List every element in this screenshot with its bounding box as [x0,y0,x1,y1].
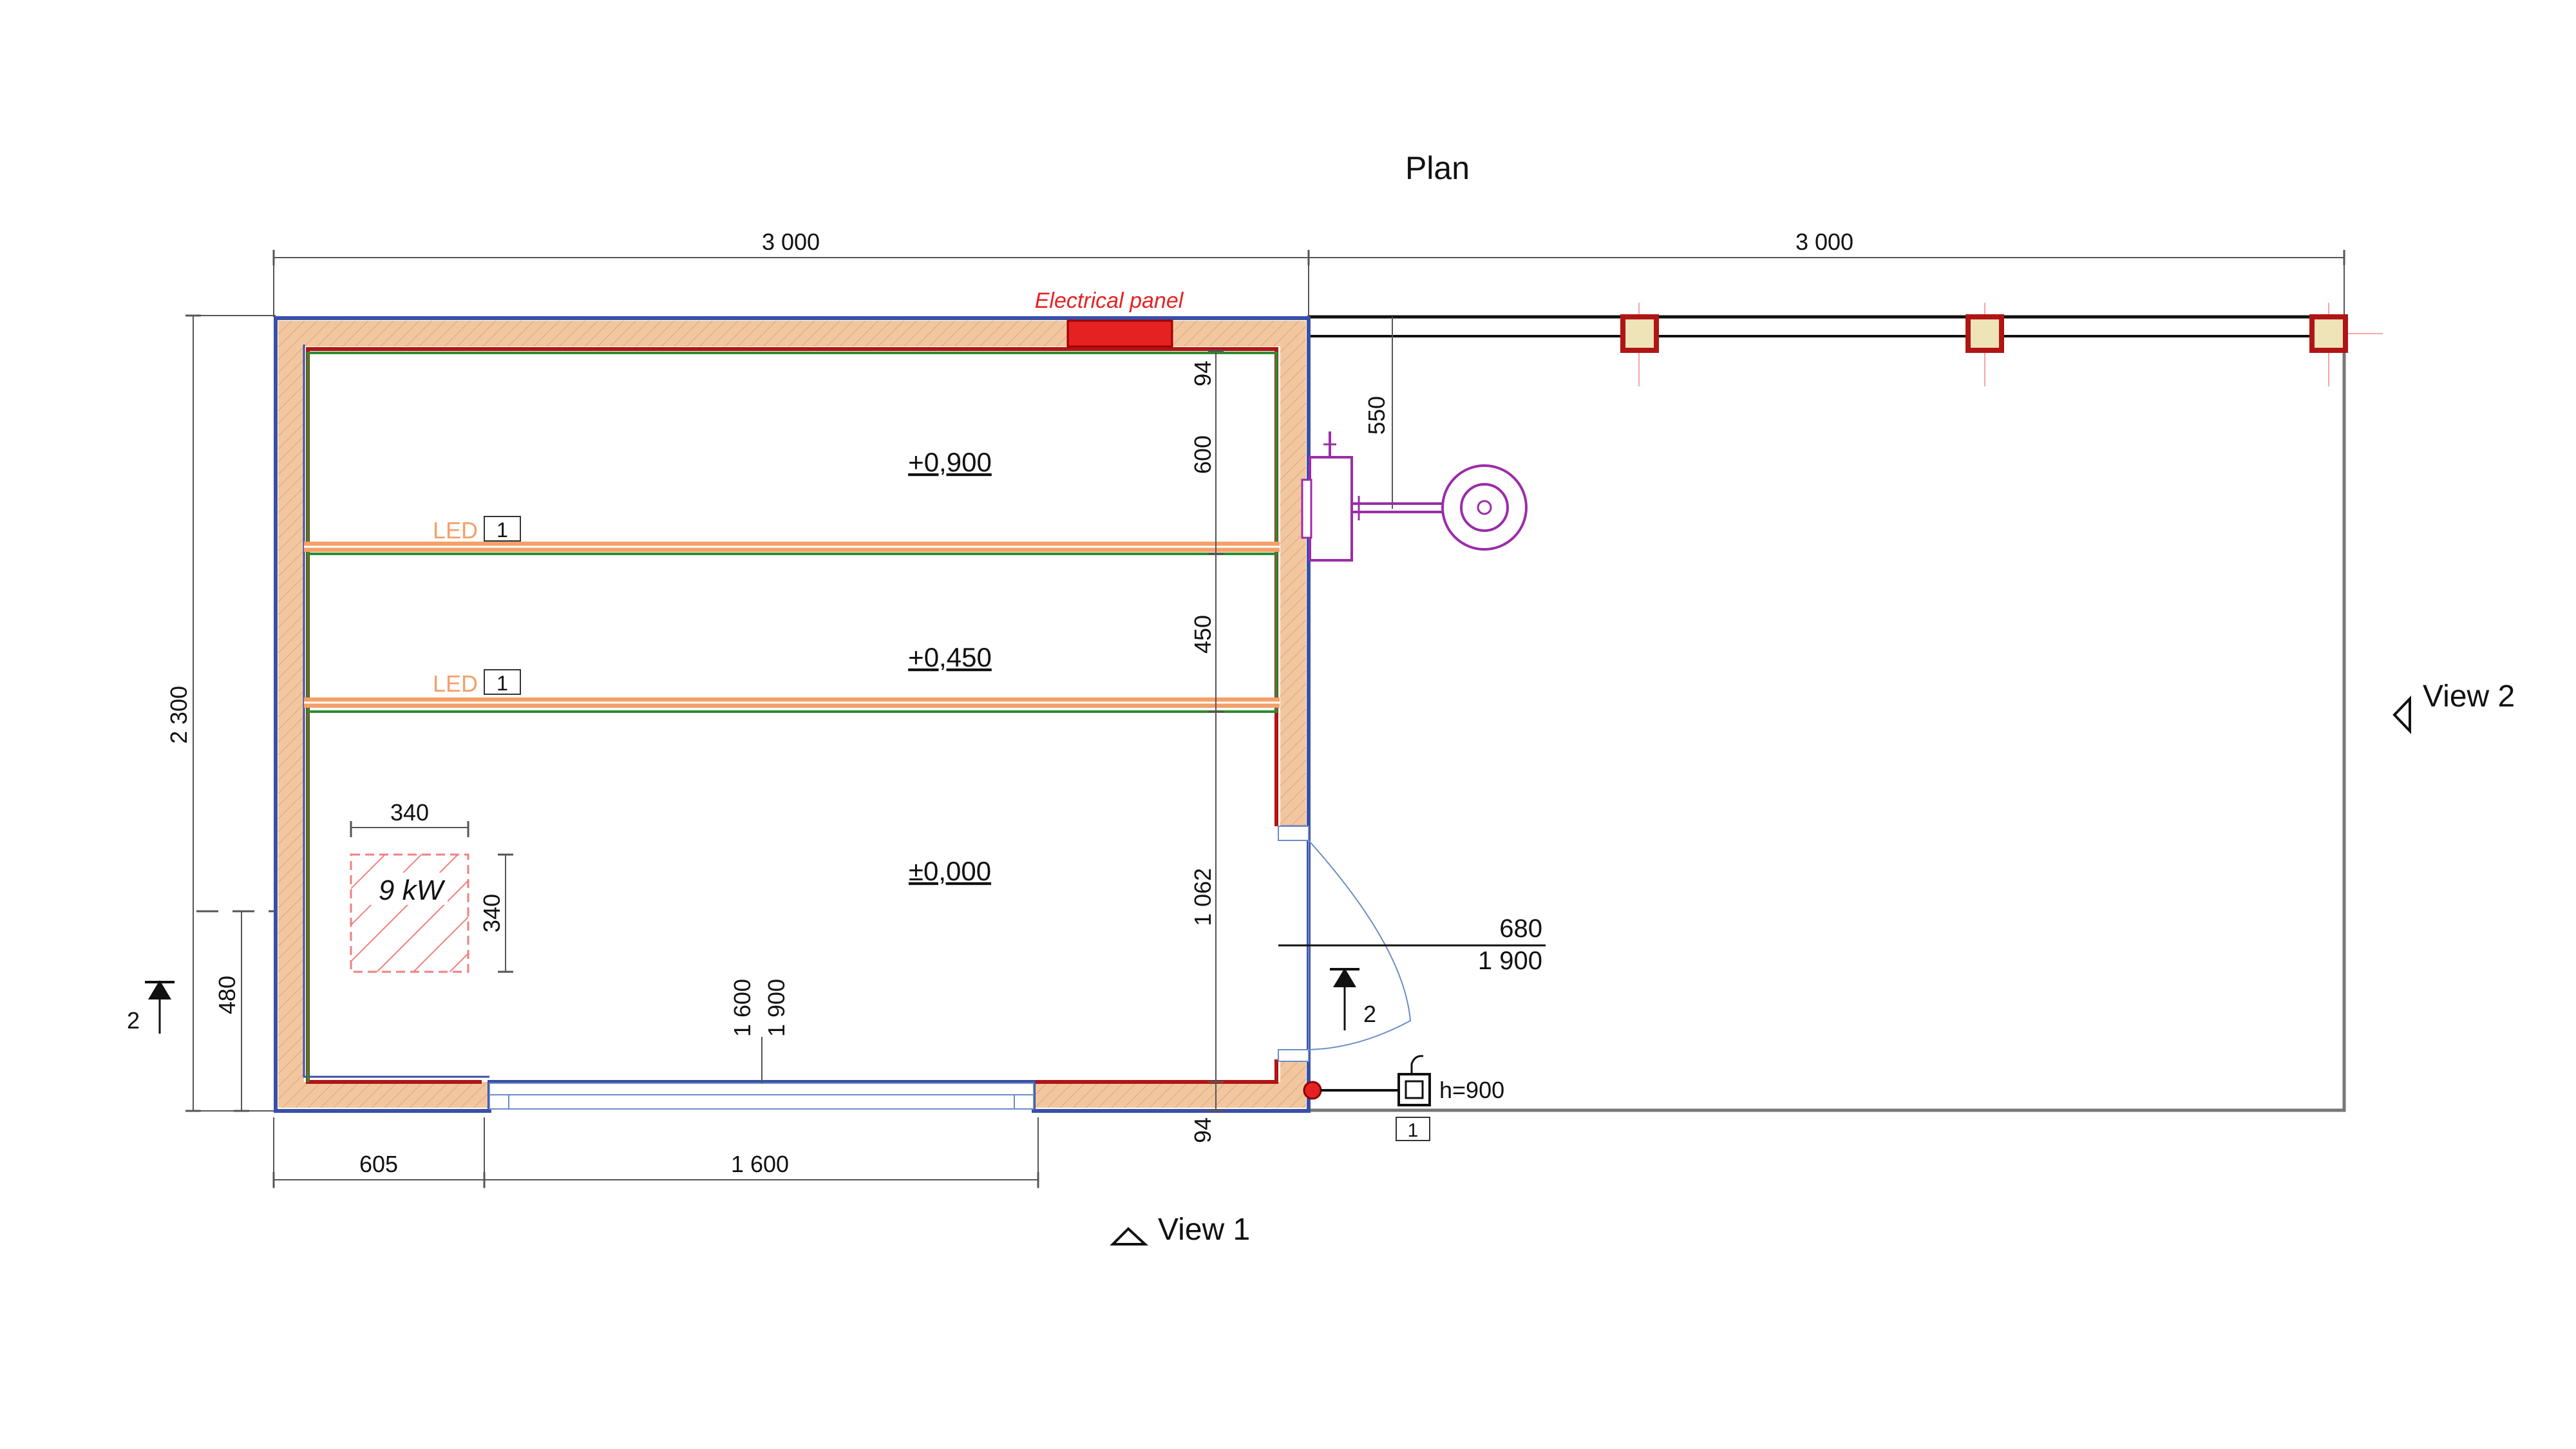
window [489,1083,1034,1110]
dim-94-bottom: 94 [1189,1117,1216,1143]
heater-dimensions [350,821,513,973]
electrical-panel [1066,319,1173,348]
led-tag-lower: 1 [497,672,508,695]
dim-heater-depth: 340 [478,894,505,933]
led-tag-box-upper [484,516,521,542]
dim-top-left: 3 000 [762,229,820,255]
socket-tag-box [1396,1117,1430,1141]
led-strip-lower [304,697,1280,708]
dim-door-b: 1 900 [1478,947,1542,975]
dim-left-total: 2 300 [166,686,192,744]
dim-door-a: 680 [1499,914,1542,943]
dim-post-550: 550 [1363,396,1390,435]
chimney-stove [1301,317,1528,562]
section-label-door: 2 [1363,1001,1376,1027]
led-label-lower: LED [433,670,478,697]
interior-vertical-dimensions [1208,350,1224,1112]
view2-label: View 2 [2423,679,2515,714]
led-tag-upper: 1 [497,518,508,542]
dim-1062: 1 062 [1189,868,1216,926]
socket [1303,1055,1431,1106]
section-marker-left [145,980,175,1034]
dim-window-b: 1 900 [763,979,790,1037]
dim-94-top: 94 [1189,361,1216,386]
electrical-panel-label: Electrical panel [1035,289,1184,313]
view2-marker [2392,696,2411,734]
dim-450: 450 [1189,615,1216,654]
level-upper: +0,900 [908,447,992,477]
led-strip-upper [304,542,1280,552]
heater [350,853,469,973]
plan-title: Plan [1405,150,1470,186]
led-tag-box-lower [484,669,521,695]
dim-600: 600 [1189,435,1216,474]
top-dimension-line [272,250,2345,317]
socket-height-label: h=900 [1439,1077,1504,1103]
dim-left-lower: 480 [214,976,240,1014]
heater-label: 9 kW [379,875,446,906]
dim-heater-width: 340 [390,799,429,826]
benches [307,352,1278,1082]
level-floor: ±0,000 [909,856,991,886]
post-3 [2309,303,2383,386]
dim-window-a: 1 600 [729,979,755,1037]
dim-top-right: 3 000 [1795,229,1853,255]
view1-label: View 1 [1158,1213,1250,1247]
section-marker-door [1330,968,1359,1030]
dim-bottom-right: 1 600 [731,1151,789,1177]
post-1 [1620,303,1659,386]
led-label-upper: LED [433,517,478,544]
bottom-dimension-line [272,1117,1039,1188]
dim-bottom-left: 605 [359,1151,398,1177]
annex-outline [1307,315,2346,1112]
level-middle: +0,450 [908,642,992,672]
section-label-left: 2 [127,1007,140,1034]
view1-marker [1110,1227,1149,1245]
post-2 [1965,303,2004,386]
sauna-walls [274,316,1311,1113]
socket-tag: 1 [1408,1120,1419,1141]
